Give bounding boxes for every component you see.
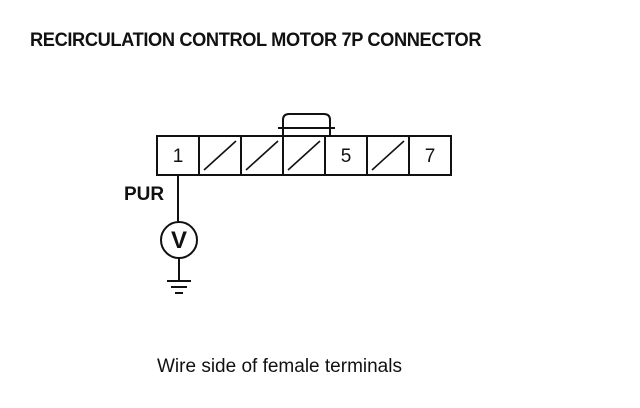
- voltmeter-symbol: V: [171, 227, 187, 254]
- unused-cavity-slash: [287, 140, 321, 171]
- diagram-title: RECIRCULATION CONTROL MOTOR 7P CONNECTOR: [30, 30, 482, 51]
- diagram-caption: Wire side of female terminals: [157, 356, 402, 377]
- wire-color-label: PUR: [124, 184, 165, 205]
- connector-lock-tab: [282, 113, 331, 136]
- unused-cavity-slash: [245, 140, 279, 171]
- terminal-number-1: 1: [173, 146, 184, 167]
- terminal-number-5: 5: [341, 146, 352, 167]
- ground-icon: [167, 280, 191, 294]
- connector-cavities: 1 5 7: [173, 136, 436, 175]
- unused-cavity-slash: [203, 140, 237, 171]
- unused-cavity-slash: [371, 140, 405, 171]
- terminal-number-7: 7: [425, 146, 436, 167]
